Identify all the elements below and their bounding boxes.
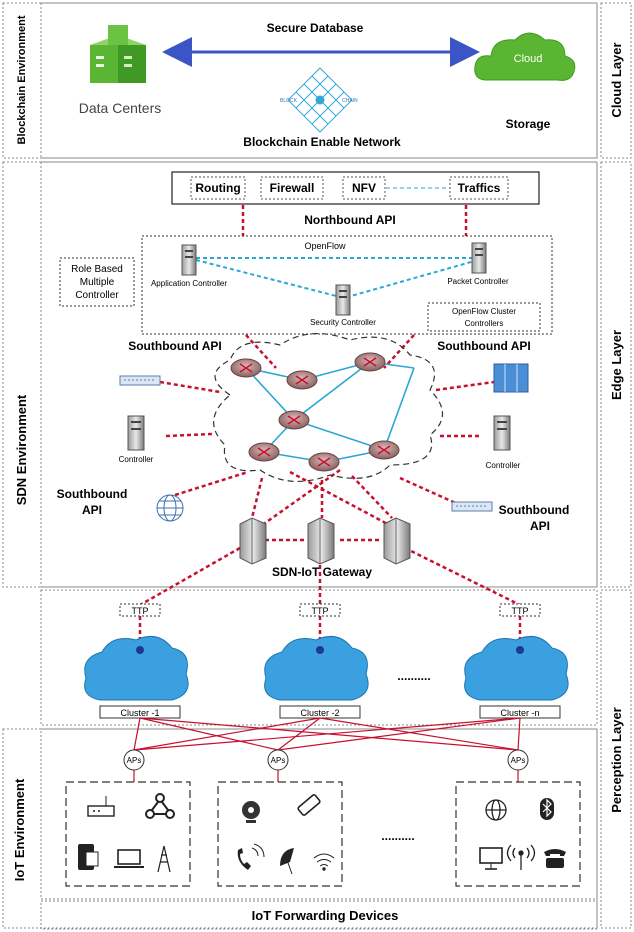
sdn-apps-box [171, 171, 540, 205]
ttp-boxes: TTP TTP TTP [119, 603, 541, 617]
phone-device-icon [78, 844, 99, 870]
ap-label-2: APs [271, 756, 286, 765]
monitor-device-icon [479, 847, 503, 870]
role-based-line-2: Multiple [80, 277, 115, 288]
ap-links [133, 717, 521, 751]
tower-device-icon [157, 845, 171, 873]
cluster-n-label: Cluster -n [500, 708, 539, 718]
northbound-api-label: Northbound API [304, 213, 396, 227]
role-based-line-1: Role Based [71, 264, 123, 275]
storage-label: Storage [506, 117, 551, 131]
ap-to-devices [133, 770, 519, 782]
controller-left-label: Controller [119, 455, 154, 464]
data-centers-label: Data Centers [79, 100, 161, 116]
switch-icon-left [119, 375, 161, 386]
switch-icon-right [451, 501, 493, 512]
antenna-device-icon [506, 844, 536, 870]
telephone-device-icon [544, 849, 566, 868]
role-based-box [59, 257, 135, 307]
controller-right-label: Controller [486, 461, 521, 470]
security-controller-label: Security Controller [310, 318, 376, 327]
ttp-label-1: TTP [132, 606, 149, 616]
application-controller-icon [181, 244, 197, 276]
southbound-api-left: Southbound API [128, 339, 222, 353]
ap-label-1: APs [127, 756, 142, 765]
southbound-lower-left-1: Southbound [57, 487, 128, 501]
router-icons [230, 352, 400, 472]
packet-controller-label: Packet Controller [447, 277, 509, 286]
southbound-lower-right-1: Southbound [499, 503, 570, 517]
secure-database-label: Secure Database [267, 21, 364, 35]
ap-label-3: APs [511, 756, 526, 765]
southbound-lower-right-2: API [530, 519, 550, 533]
wifi-device-icon [313, 853, 335, 871]
red-links [138, 205, 522, 640]
controller-cluster-box [141, 235, 553, 335]
data-center-icon [90, 25, 146, 83]
laptop-device-icon [114, 849, 144, 868]
app-routing: Routing [195, 181, 240, 195]
gateway-icons [239, 517, 411, 565]
openflow-links [195, 257, 479, 299]
openflow-cluster-box [427, 302, 541, 332]
sdn-environment-label: SDN Environment [14, 394, 29, 505]
app-nfv: NFV [352, 181, 376, 195]
ttp-label-3: TTP [512, 606, 529, 616]
app-traffics: Traffics [458, 181, 501, 195]
device-dots: .......... [381, 829, 414, 843]
blockchain-environment-label: Blockchain Environment [16, 15, 28, 144]
chain-text: CHAIN [342, 98, 358, 104]
blockchain-network-label: Blockchain Enable Network [243, 135, 401, 149]
internet-device-icon [485, 799, 507, 821]
cluster-1-label: Cluster -1 [120, 708, 159, 718]
cloud-layer-label: Cloud Layer [609, 42, 624, 117]
app-firewall: Firewall [270, 181, 315, 195]
edge-layer-label: Edge Layer [609, 330, 624, 400]
blockchain-network-icon [287, 67, 353, 133]
sdn-apps: Routing Firewall NFV Traffics [190, 176, 509, 200]
cloud-storage-icon: Cloud [474, 32, 576, 81]
application-controller-label: Application Controller [151, 279, 227, 288]
device-group-3 [455, 781, 581, 887]
patch-panel-icon [493, 363, 529, 393]
sdn-iot-gateway-label: SDN-IoT Gateway [272, 565, 372, 579]
ap-nodes: APs APs APs [123, 749, 529, 771]
controller-right-icon [493, 415, 511, 451]
usb-device-icon [297, 794, 321, 816]
iot-environment-label: IoT Environment [12, 778, 27, 881]
cluster-clouds [84, 635, 569, 701]
bluetooth-device-icon [540, 798, 554, 820]
hub-device-icon [145, 793, 175, 819]
perception-layer-label: Perception Layer [609, 707, 624, 813]
iot-forwarding-devices-label: IoT Forwarding Devices [252, 908, 399, 923]
device-group-2 [217, 781, 343, 887]
webcam-device-icon [242, 801, 260, 823]
cluster-hubs [136, 646, 524, 654]
openflow-cluster-line-2: Controllers [465, 319, 504, 328]
globe-icon [156, 494, 184, 522]
cluster-2-label: Cluster -2 [300, 708, 339, 718]
openflow-cluster-line-1: OpenFlow Cluster [452, 307, 516, 316]
openflow-label: OpenFlow [304, 241, 346, 251]
role-based-line-3: Controller [75, 290, 119, 301]
security-controller-icon [335, 284, 351, 316]
block-text: BLOCK [280, 98, 298, 104]
sdn-network-cloud [213, 332, 444, 483]
cluster-labels: Cluster -1 Cluster -2 Cluster -n [99, 705, 561, 719]
satellite-device-icon [280, 848, 294, 875]
packet-controller-icon [471, 242, 487, 274]
cluster-dots: .......... [397, 669, 430, 683]
cloud-icon-label: Cloud [514, 53, 543, 65]
call-device-icon [237, 843, 265, 870]
router-device-icon [87, 796, 115, 817]
southbound-api-right: Southbound API [437, 339, 531, 353]
southbound-lower-left-2: API [82, 503, 102, 517]
ttp-label-2: TTP [312, 606, 329, 616]
device-group-1 [65, 781, 191, 887]
controller-left-icon [127, 415, 145, 451]
